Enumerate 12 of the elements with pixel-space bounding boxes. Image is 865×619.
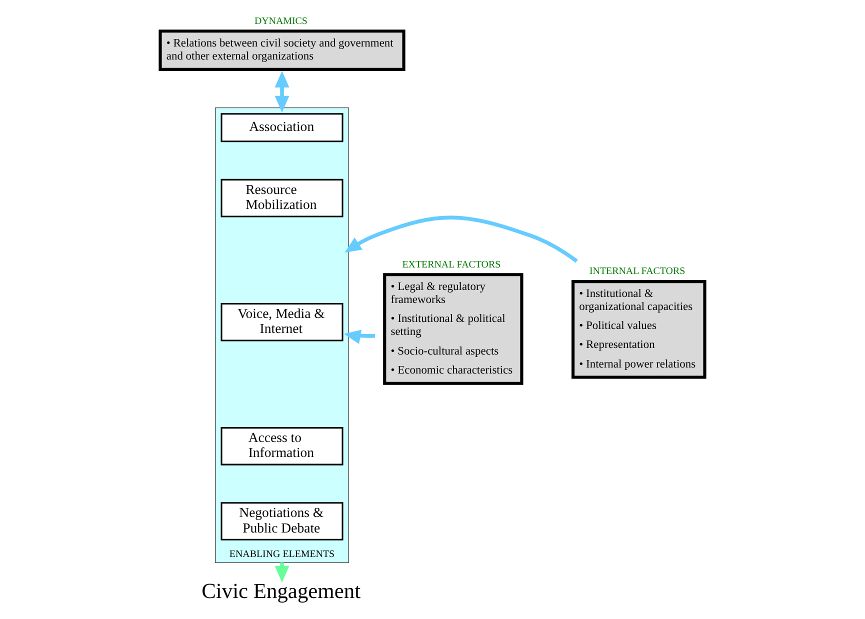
arrow — [274, 70, 290, 112]
node-box: Association — [220, 113, 344, 142]
node-box: Negotiations & Public Debate — [220, 502, 344, 540]
node-label: INTERNAL FACTORS — [589, 266, 686, 278]
node-box: Voice, Media & Internet — [220, 303, 344, 342]
node-box: Access to Information — [220, 427, 344, 466]
node-text: Civic Engagement — [202, 579, 361, 604]
node-label: EXTERNAL FACTORS — [402, 259, 501, 270]
arrow — [344, 330, 376, 344]
node-box: Resource Mobilization — [220, 178, 344, 218]
node-label: DYNAMICS — [254, 16, 308, 27]
arrow — [344, 216, 578, 263]
